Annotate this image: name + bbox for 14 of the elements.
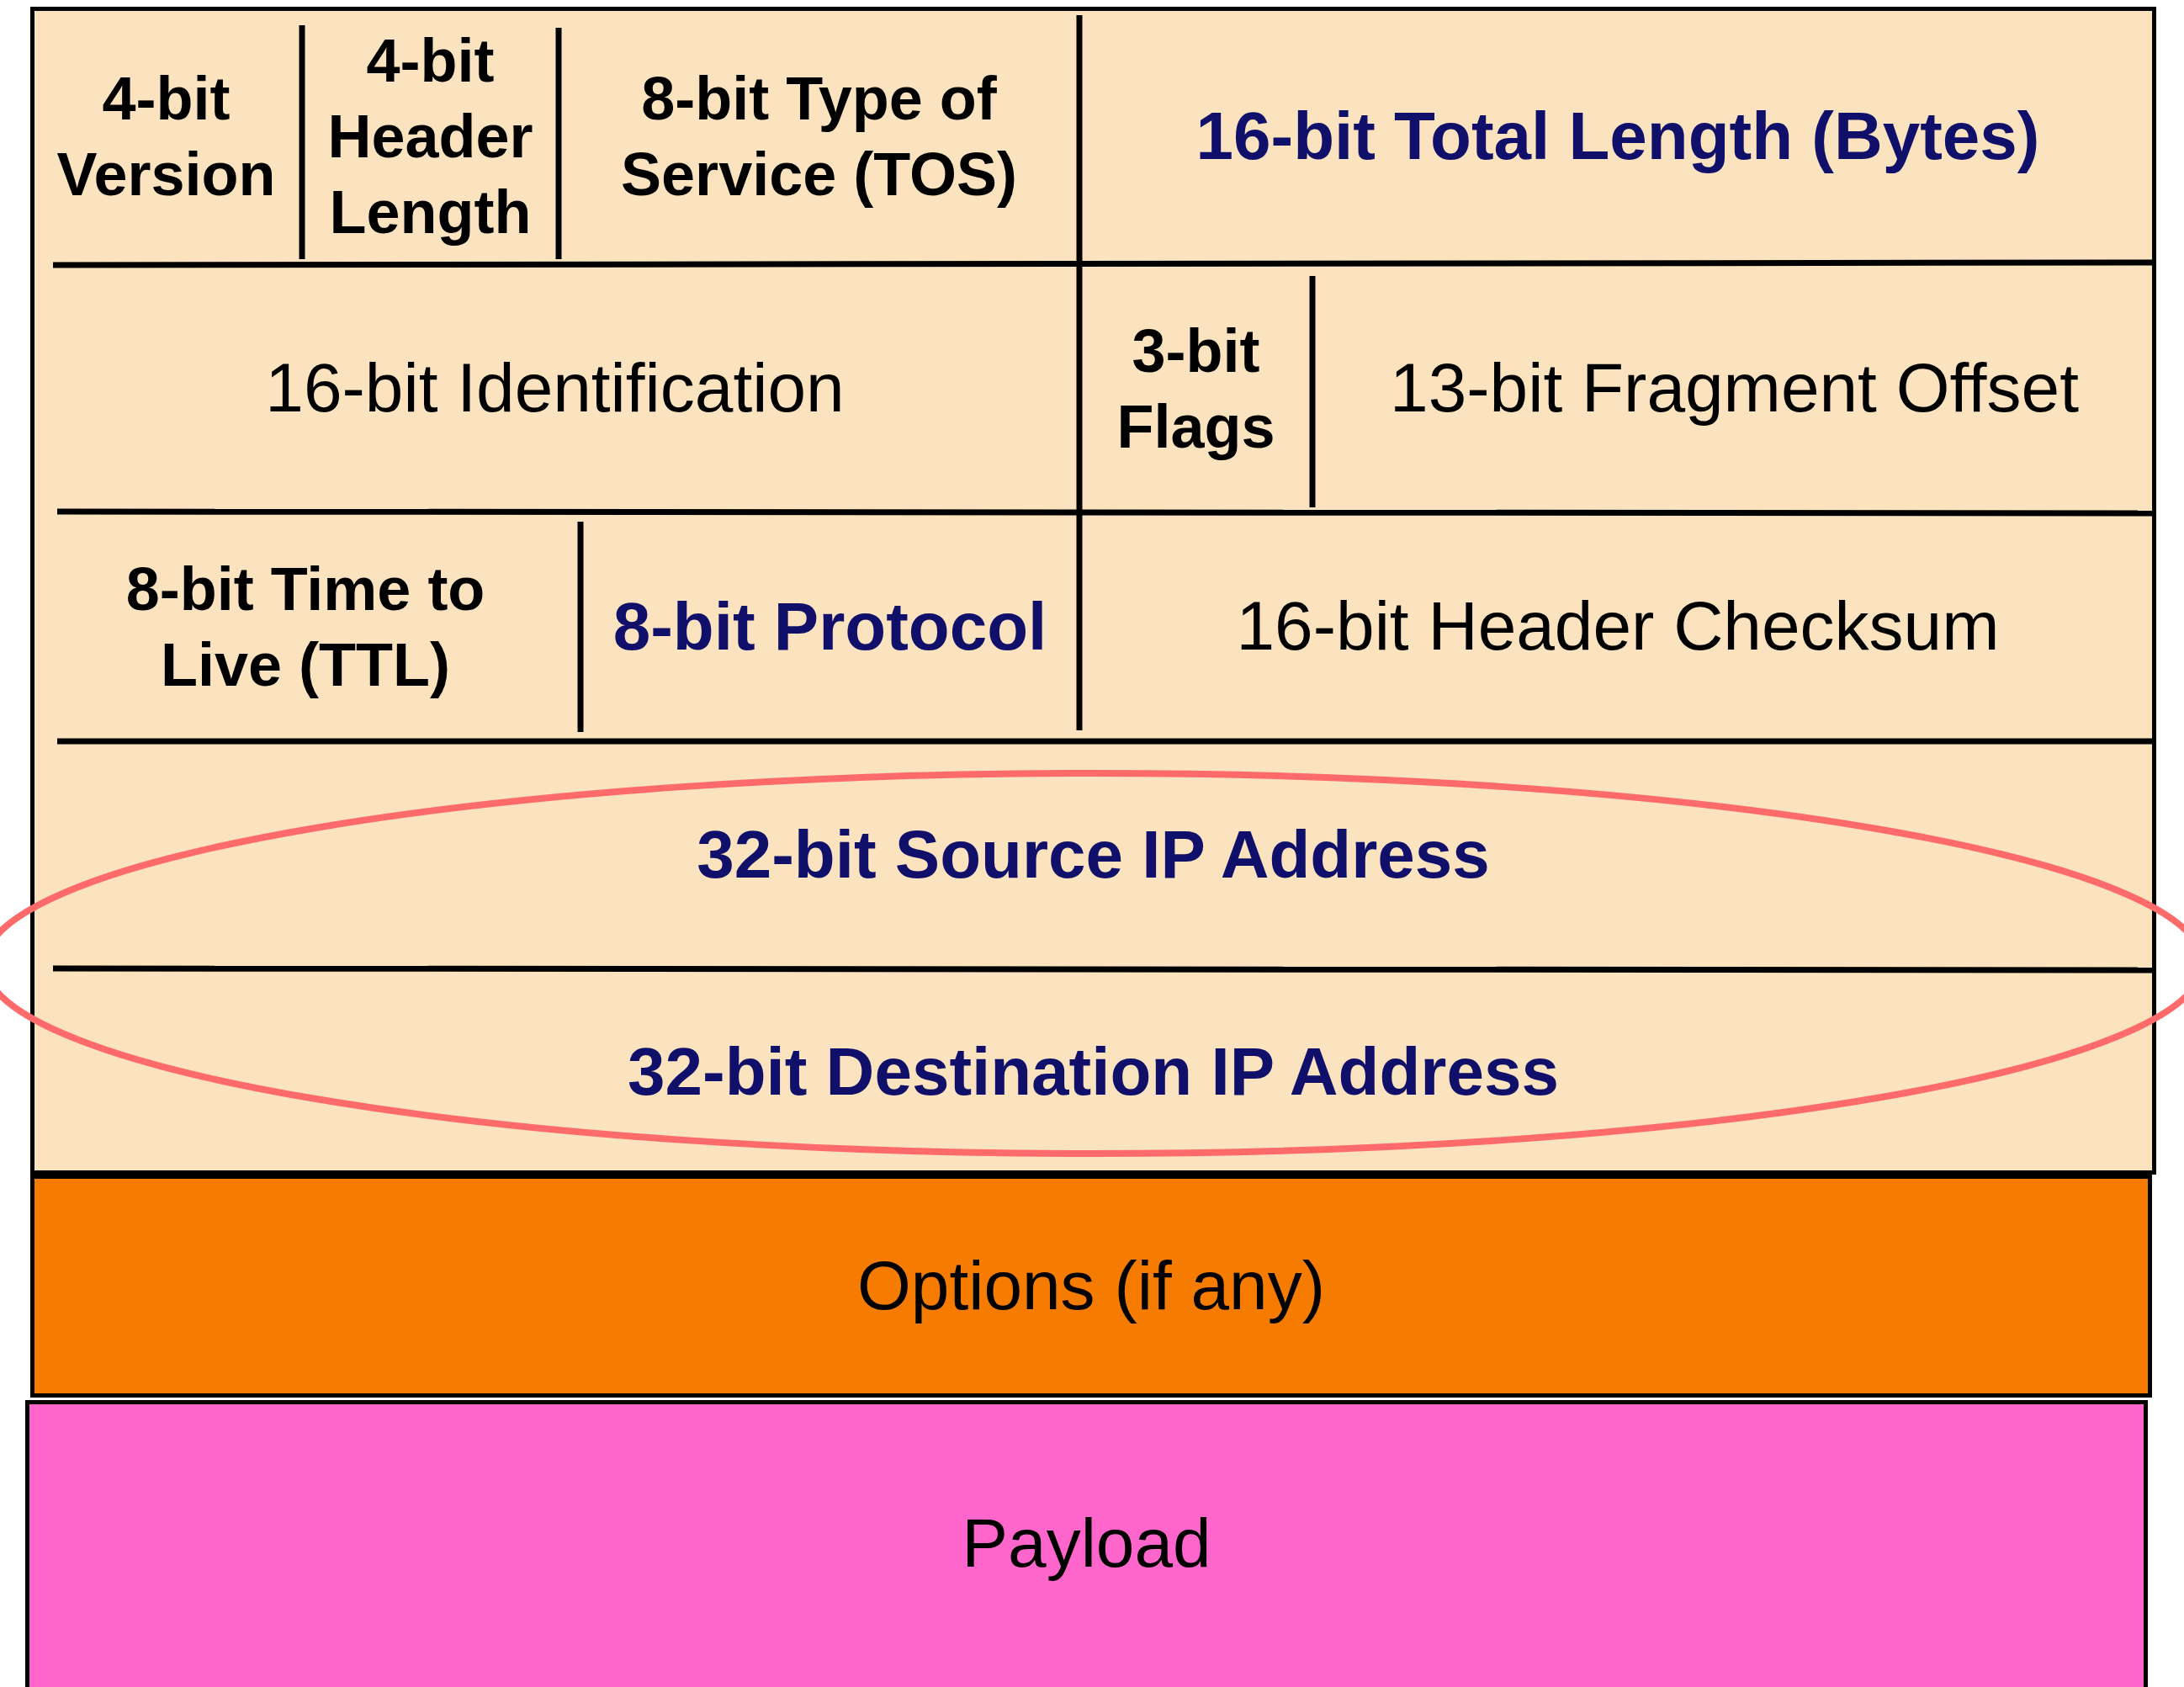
- header-field: 8-bit Protocol: [580, 512, 1079, 741]
- header-field: 16-bit Header Checksum: [1079, 512, 2156, 741]
- header-field: 13-bit Fragment Offset: [1312, 265, 2156, 512]
- header-field: 32-bit Destination IP Address: [30, 968, 2156, 1175]
- header-field: 16-bit Total Length (Bytes): [1079, 7, 2156, 265]
- options-section: Options (if any): [30, 1175, 2152, 1398]
- header-field: 3-bit Flags: [1079, 265, 1312, 512]
- header-field: 8-bit Type of Service (TOS): [559, 7, 1079, 265]
- payload-section: Payload: [25, 1400, 2148, 1687]
- header-field: 16-bit Identification: [30, 265, 1079, 512]
- header-field: 4-bit Header Length: [302, 7, 559, 265]
- header-field: 32-bit Source IP Address: [30, 741, 2156, 968]
- header-field: 4-bit Version: [30, 7, 302, 265]
- header-field: 8-bit Time to Live (TTL): [30, 512, 580, 741]
